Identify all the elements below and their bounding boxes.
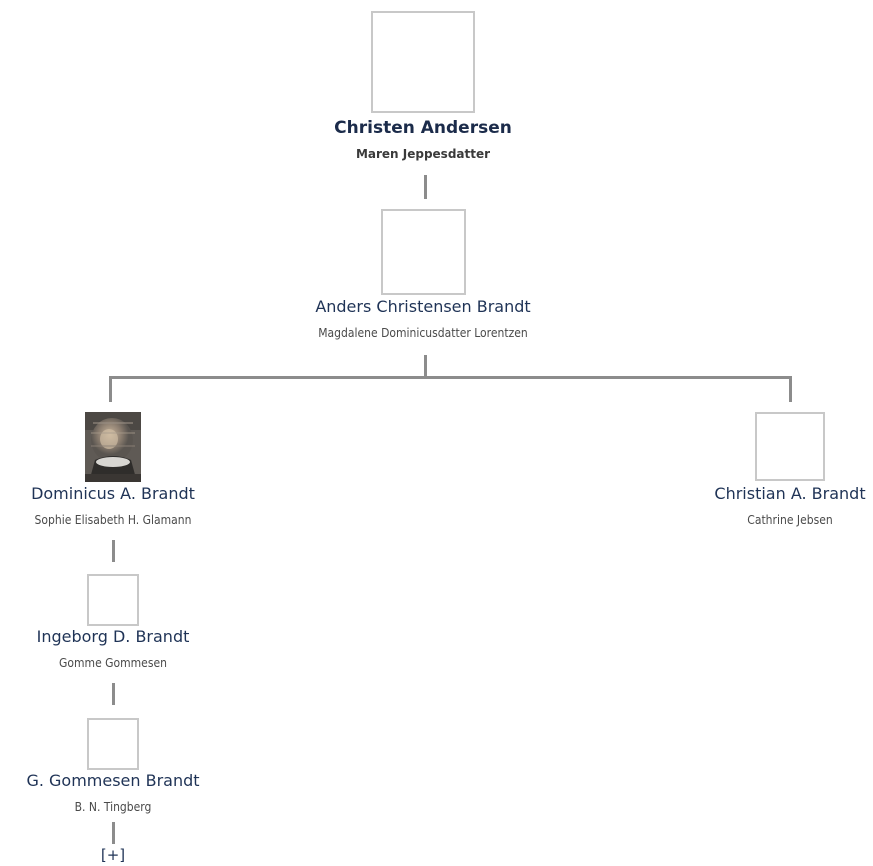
spouse-name-gomme-gommesen[interactable]: Gomme Gommesen [59,656,167,670]
photo-placeholder-g-gommesen-brandt[interactable] [87,718,139,770]
person-name-christian-a-brandt[interactable]: Christian A. Brandt [714,484,866,503]
spouse-name-magdalene-lorentzen[interactable]: Magdalene Dominicusdatter Lorentzen [318,326,528,340]
connector-line [424,175,427,199]
person-name-ingeborg-d-brandt[interactable]: Ingeborg D. Brandt [36,627,190,646]
connector-line [112,540,115,562]
connector-line [424,355,427,377]
connector-line [112,822,115,844]
person-name-anders-christensen-brandt[interactable]: Anders Christensen Brandt [315,297,531,316]
photo-placeholder-anders-christensen-brandt[interactable] [381,209,466,295]
connector-line [109,376,112,402]
person-name-dominicus-a-brandt[interactable]: Dominicus A. Brandt [31,484,195,503]
photo-placeholder-christen-andersen[interactable] [371,11,475,113]
connector-line [112,683,115,705]
spouse-name-sophie-glamann[interactable]: Sophie Elisabeth H. Glamann [34,513,192,527]
photo-placeholder-christian-a-brandt[interactable] [755,412,825,481]
person-name-g-gommesen-brandt[interactable]: G. Gommesen Brandt [26,771,200,790]
connector-line [789,376,792,402]
spouse-name-cathrine-jebsen[interactable]: Cathrine Jebsen [747,513,833,527]
spouse-name-b-n-tingberg[interactable]: B. N. Tingberg [74,800,152,814]
photo-placeholder-ingeborg-d-brandt[interactable] [87,574,139,626]
person-name-christen-andersen[interactable]: Christen Andersen [334,118,512,138]
expand-descendants-button[interactable]: [+] [100,846,126,864]
spouse-name-maren-jeppesdatter[interactable]: Maren Jeppesdatter [355,147,491,161]
person-portrait-icon[interactable] [85,412,141,482]
branch-line [109,376,792,379]
